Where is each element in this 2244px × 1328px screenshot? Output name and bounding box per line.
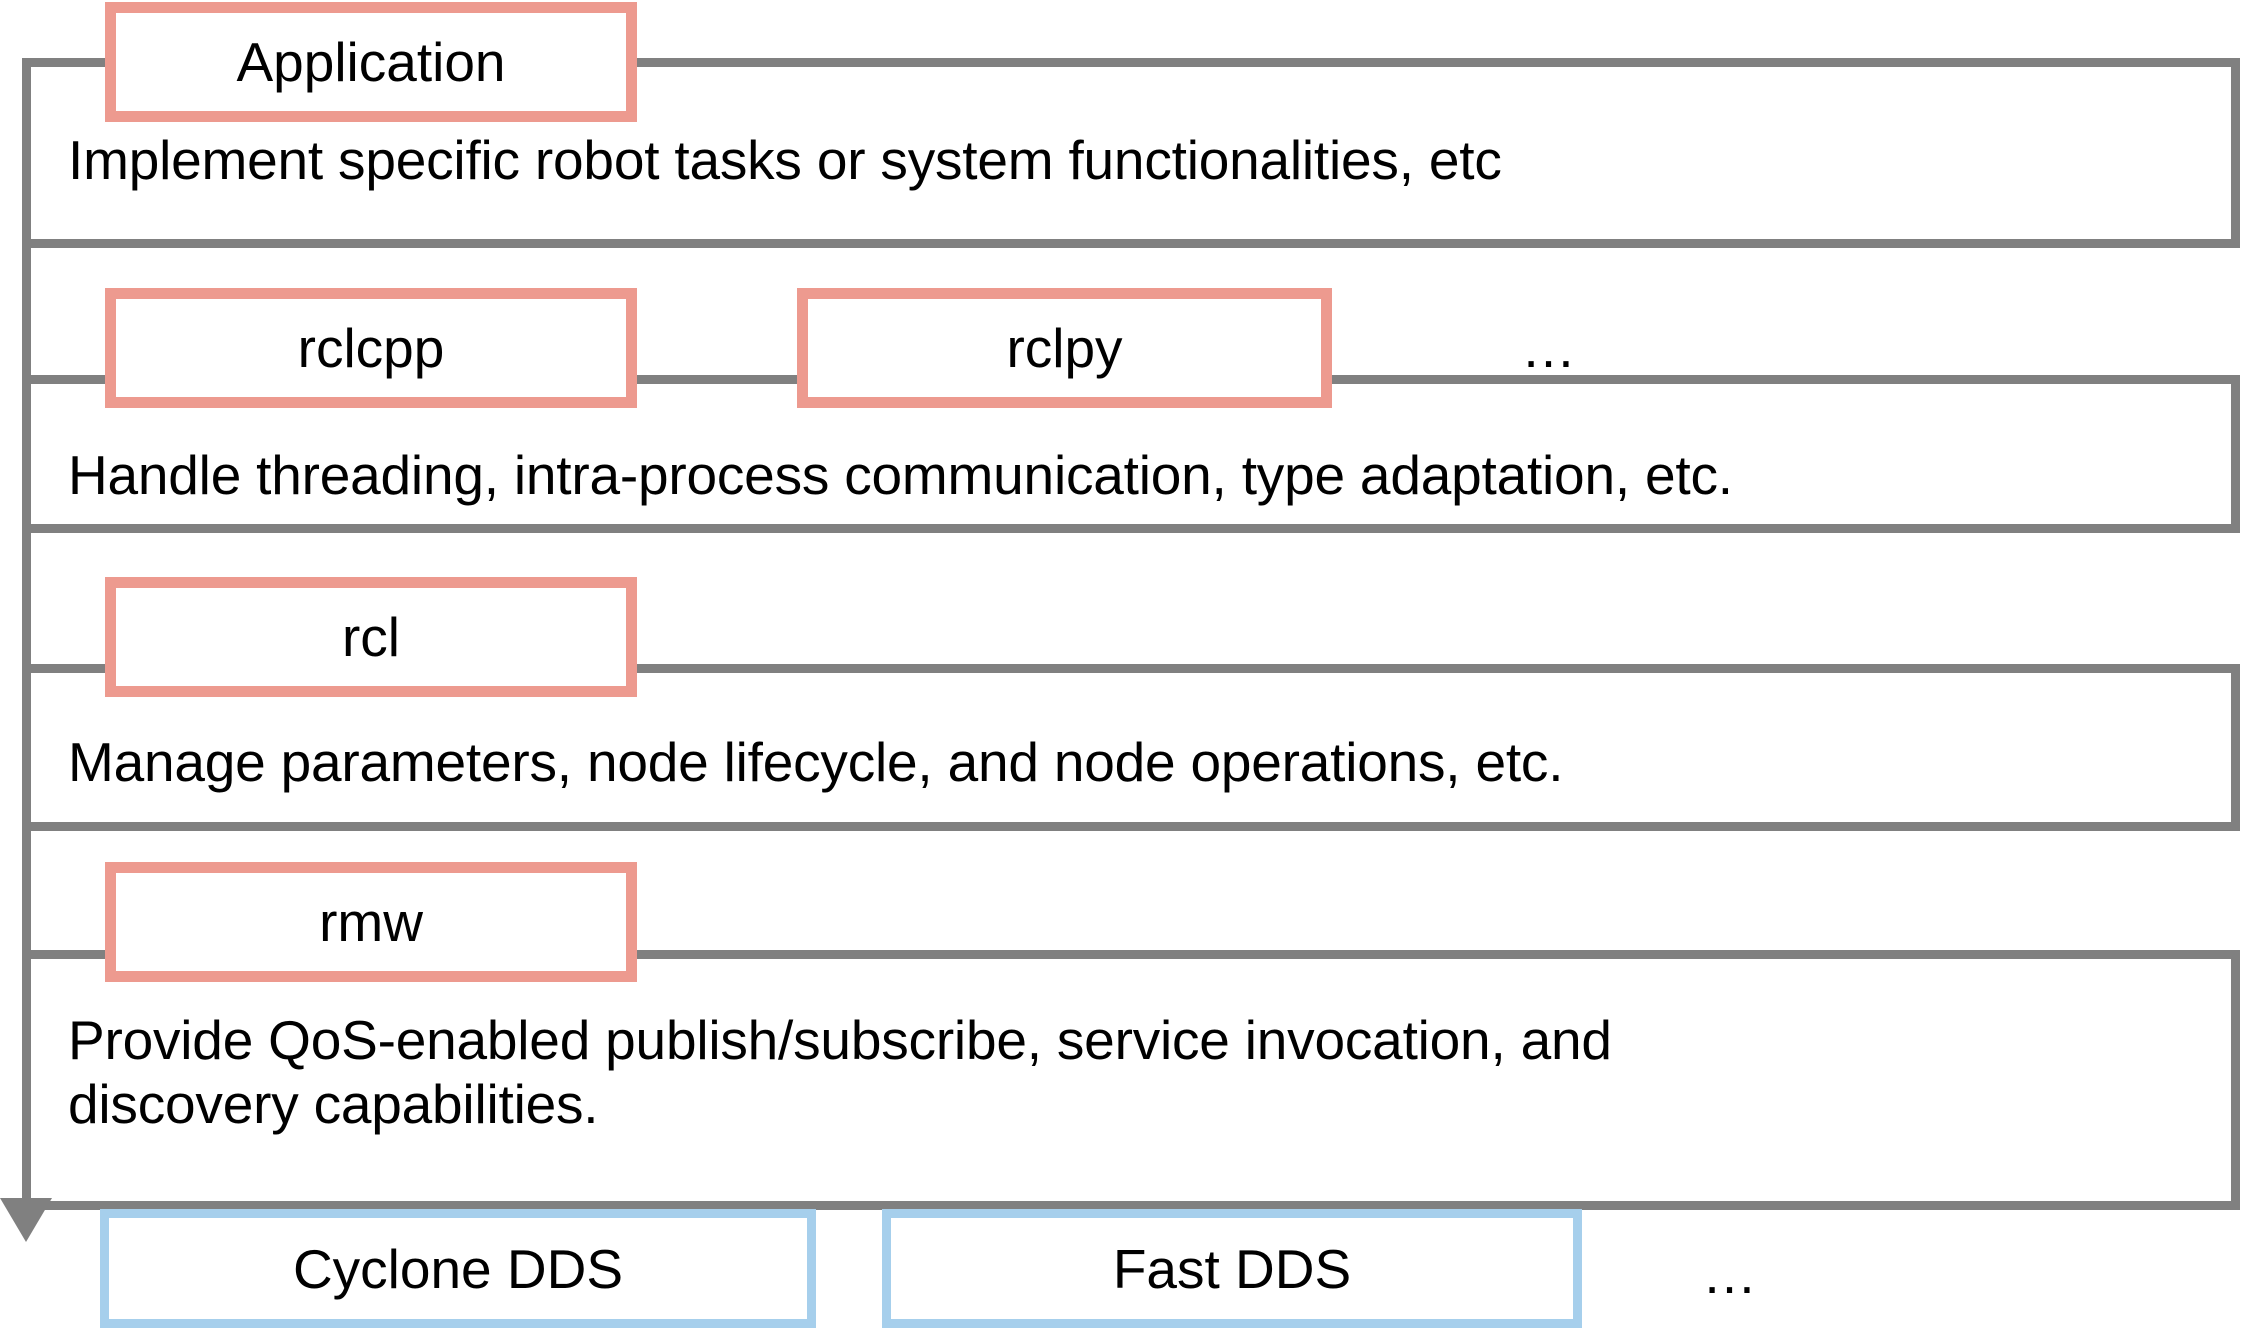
layer-4-right-border: [2231, 950, 2240, 1210]
middleware-ellipsis: …: [1702, 1243, 1759, 1305]
layer-spine-line: [22, 58, 31, 1210]
layer-4-description: Provide QoS-enabled publish/subscribe, s…: [68, 1009, 1612, 1136]
layer-3-top-border: [22, 664, 2240, 673]
layer-2-bottom-border: [22, 524, 2240, 533]
dds-box-fast-dds[interactable]: Fast DDS: [882, 1209, 1582, 1328]
api-box-rclcpp-label: rclcpp: [297, 317, 445, 379]
api-box-application-label: Application: [236, 31, 506, 93]
api-box-rcl[interactable]: rcl: [105, 577, 637, 697]
layer-1-right-border: [2231, 58, 2240, 248]
api-box-rclpy-label: rclpy: [1006, 317, 1123, 379]
layer-1-top-border: [22, 58, 2240, 67]
layer-2-right-border: [2231, 375, 2240, 533]
dds-box-cyclone-dds[interactable]: Cyclone DDS: [100, 1209, 816, 1328]
layer-2-description: Handle threading, intra-process communic…: [68, 444, 1733, 506]
api-box-rclpy[interactable]: rclpy: [797, 288, 1332, 408]
layer-1-description: Implement specific robot tasks or system…: [68, 129, 1502, 191]
api-box-rmw[interactable]: rmw: [105, 862, 637, 982]
layer-3-bottom-border: [22, 822, 2240, 831]
layer-2-ellipsis: …: [1521, 317, 1578, 379]
layer-4-top-border: [22, 950, 2240, 959]
api-box-rmw-label: rmw: [319, 891, 423, 953]
api-box-application[interactable]: Application: [105, 2, 637, 122]
dds-box-fast-dds-label: Fast DDS: [1112, 1237, 1352, 1300]
layer-3-description: Manage parameters, node lifecycle, and n…: [68, 731, 1564, 793]
dds-box-cyclone-dds-label: Cyclone DDS: [292, 1237, 624, 1300]
layer-1-bottom-border: [22, 239, 2240, 248]
layer-4-bottom-border: [22, 1201, 2240, 1210]
layer-3-right-border: [2231, 664, 2240, 831]
api-box-rclcpp[interactable]: rclcpp: [105, 288, 637, 408]
api-box-rcl-label: rcl: [341, 606, 401, 668]
